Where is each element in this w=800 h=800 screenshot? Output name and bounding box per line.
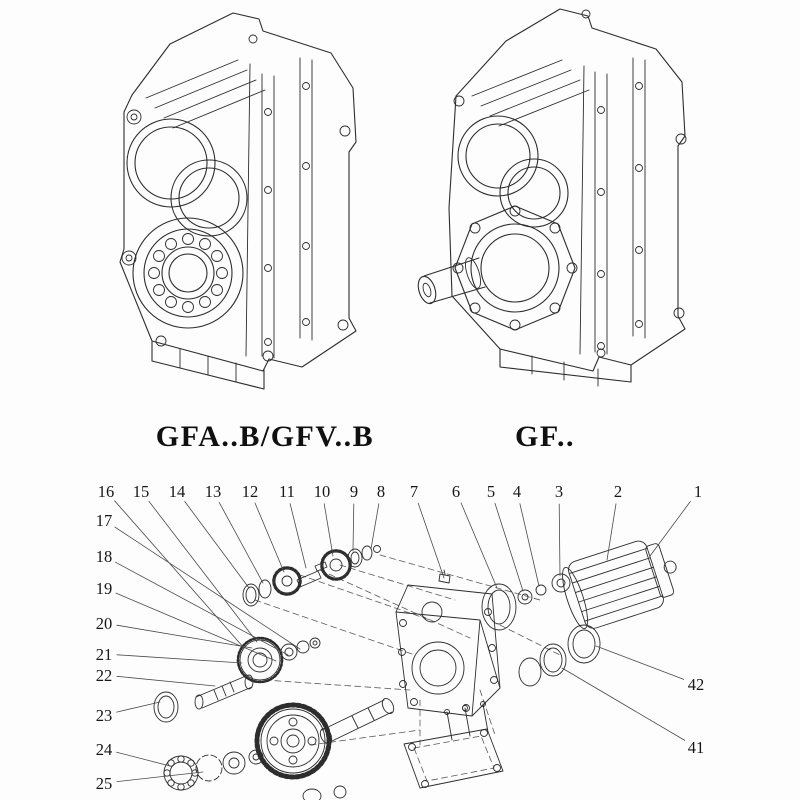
callout-number-7: 7 bbox=[410, 482, 418, 501]
leader-line-1 bbox=[650, 502, 690, 557]
gasket-plate bbox=[404, 702, 503, 789]
callout-number-23: 23 bbox=[96, 706, 113, 725]
gear-bores bbox=[458, 116, 568, 227]
output-shaft bbox=[415, 256, 485, 306]
flange-bands bbox=[595, 58, 645, 354]
corner-bolts bbox=[454, 10, 686, 357]
callout-number-9: 9 bbox=[350, 482, 358, 501]
leader-line-18 bbox=[115, 562, 288, 655]
leader-line-21 bbox=[117, 655, 242, 663]
leader-line-22 bbox=[117, 676, 215, 686]
callout-number-16: 16 bbox=[98, 482, 115, 501]
leader-line-8 bbox=[371, 504, 379, 549]
callout-number-10: 10 bbox=[314, 482, 331, 501]
leader-line-2 bbox=[607, 504, 616, 560]
leader-line-7 bbox=[418, 503, 444, 578]
leader-line-17 bbox=[115, 527, 300, 649]
leader-lines bbox=[115, 501, 691, 782]
leader-line-19 bbox=[116, 593, 276, 661]
cooling-ribs bbox=[146, 60, 265, 128]
leader-line-4 bbox=[520, 504, 539, 586]
leader-line-20 bbox=[117, 625, 252, 648]
callout-number-5: 5 bbox=[487, 482, 495, 501]
leader-line-25 bbox=[117, 772, 203, 782]
mounting-feet bbox=[500, 349, 631, 382]
callout-number-24: 24 bbox=[96, 740, 113, 759]
cooling-ribs bbox=[472, 60, 589, 126]
shim-and-ring-parts bbox=[482, 574, 570, 630]
assembly-axis-lines bbox=[255, 555, 560, 745]
motor-adapter-drawing bbox=[557, 532, 687, 634]
leader-line-41 bbox=[562, 668, 685, 740]
model-label-gf: GF.. bbox=[515, 420, 575, 453]
leader-line-3 bbox=[559, 504, 560, 576]
callout-number-1: 1 bbox=[694, 482, 702, 501]
callout-number-21: 21 bbox=[96, 645, 113, 664]
leader-line-10 bbox=[324, 504, 333, 556]
leader-line-42 bbox=[596, 646, 684, 679]
seal-ring bbox=[154, 692, 178, 722]
pinion-shaft bbox=[318, 697, 396, 746]
model-label-gfab-gfvb: GFA..B/GFV..B bbox=[155, 420, 375, 453]
leader-line-24 bbox=[117, 752, 170, 766]
gear-bores bbox=[127, 119, 247, 236]
leader-line-15 bbox=[149, 501, 257, 642]
leader-line-5 bbox=[495, 503, 523, 591]
leader-line-11 bbox=[290, 504, 306, 568]
callout-number-17: 17 bbox=[96, 511, 113, 530]
leader-line-14 bbox=[185, 501, 249, 588]
callout-number-15: 15 bbox=[133, 482, 150, 501]
output-flange bbox=[453, 206, 577, 330]
callout-number-2: 2 bbox=[614, 482, 622, 501]
leader-line-12 bbox=[255, 503, 284, 572]
callout-number-42: 42 bbox=[688, 675, 705, 694]
callout-number-19: 19 bbox=[96, 579, 113, 598]
callout-number-20: 20 bbox=[96, 614, 113, 633]
callout-number-4: 4 bbox=[513, 482, 521, 501]
input-shaft-parts bbox=[243, 546, 381, 607]
callout-number-41: 41 bbox=[688, 738, 705, 757]
callout-number-18: 18 bbox=[96, 547, 113, 566]
retaining-rings bbox=[519, 625, 600, 686]
output-gear bbox=[257, 705, 329, 777]
flange-bands bbox=[262, 58, 312, 358]
callout-number-13: 13 bbox=[205, 482, 222, 501]
leader-line-6 bbox=[461, 503, 497, 588]
exploded-view-drawing bbox=[115, 501, 691, 800]
callout-number-25: 25 bbox=[96, 774, 113, 793]
housing-drawing bbox=[396, 570, 500, 716]
callout-number-11: 11 bbox=[279, 482, 295, 501]
splined-shaft bbox=[195, 675, 253, 709]
gearbox-flange-mount-drawing bbox=[120, 13, 356, 389]
leader-line-9 bbox=[353, 504, 354, 551]
callout-number-3: 3 bbox=[555, 482, 563, 501]
leader-line-13 bbox=[219, 502, 263, 583]
output-bearing bbox=[133, 218, 243, 328]
callout-number-12: 12 bbox=[242, 482, 259, 501]
callout-number-14: 14 bbox=[169, 482, 186, 501]
leader-line-23 bbox=[117, 702, 160, 712]
leader-line-16 bbox=[115, 501, 244, 648]
callout-number-22: 22 bbox=[96, 666, 113, 685]
callout-number-6: 6 bbox=[452, 482, 460, 501]
gearbox-shaft-mount-drawing bbox=[415, 9, 686, 386]
bearing-and-rings bbox=[164, 750, 346, 800]
callout-number-8: 8 bbox=[377, 482, 385, 501]
vent-plug bbox=[439, 570, 450, 583]
corner-bolts bbox=[122, 35, 350, 361]
